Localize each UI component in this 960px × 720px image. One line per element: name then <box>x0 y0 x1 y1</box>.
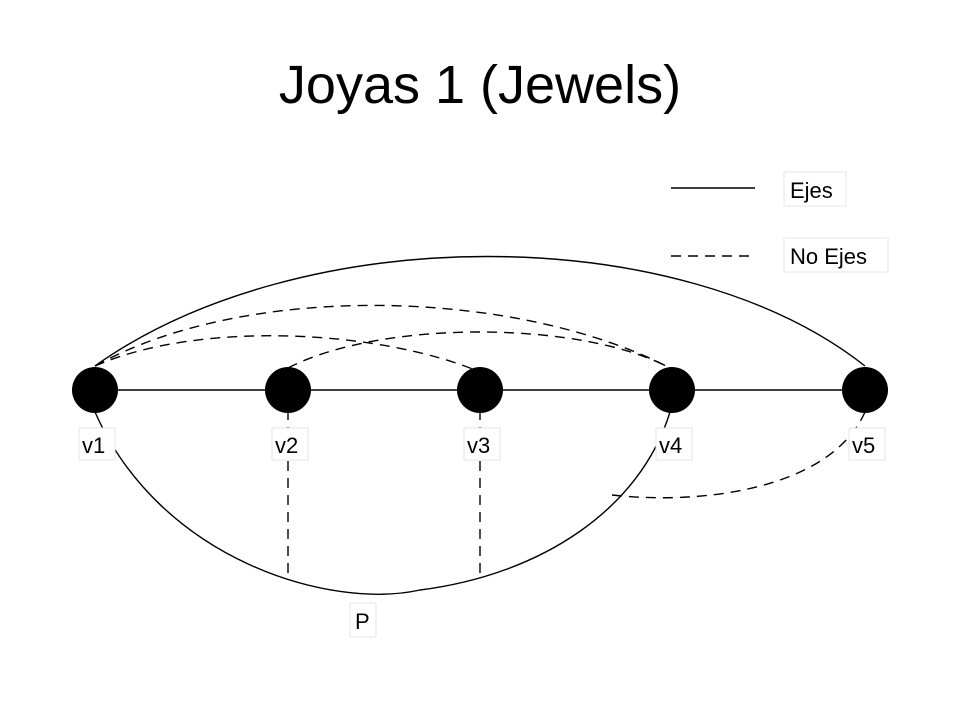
page-title: Joyas 1 (Jewels) <box>278 55 682 115</box>
edge-v1-v4-lower-arc <box>94 411 671 595</box>
edge-v1-v5-arc <box>94 255 866 367</box>
edge-v1-v3-dashed <box>94 335 481 373</box>
vertices <box>72 367 888 413</box>
edge-v2-v4-dashed <box>287 331 671 369</box>
legend: Ejes No Ejes <box>671 171 889 273</box>
legend-dashed-label: No Ejes <box>790 244 867 269</box>
vertex-v5 <box>842 367 888 413</box>
legend-dashed-label-box <box>783 237 889 273</box>
vertex-v4 <box>649 367 695 413</box>
edge-v4-v5-dashed <box>611 411 866 499</box>
vertex-labels: v1 v2 v3 v4 v5 P <box>78 427 886 638</box>
vertex-v1 <box>72 367 118 413</box>
vertex-label-v1: v1 <box>82 433 105 458</box>
vertex-v3 <box>457 367 503 413</box>
vertex-v2 <box>265 367 311 413</box>
edge-v1-v4-dashed <box>94 304 671 369</box>
dashed-edges <box>94 304 866 578</box>
solid-edges <box>94 255 866 595</box>
legend-solid-label-box <box>783 171 847 207</box>
vertex-label-v3: v3 <box>467 433 490 458</box>
vertex-label-v4: v4 <box>659 433 682 458</box>
point-label-p: P <box>355 609 370 634</box>
vertex-label-v2: v2 <box>275 433 298 458</box>
vertex-label-v5: v5 <box>852 433 875 458</box>
legend-solid-label: Ejes <box>790 178 833 203</box>
